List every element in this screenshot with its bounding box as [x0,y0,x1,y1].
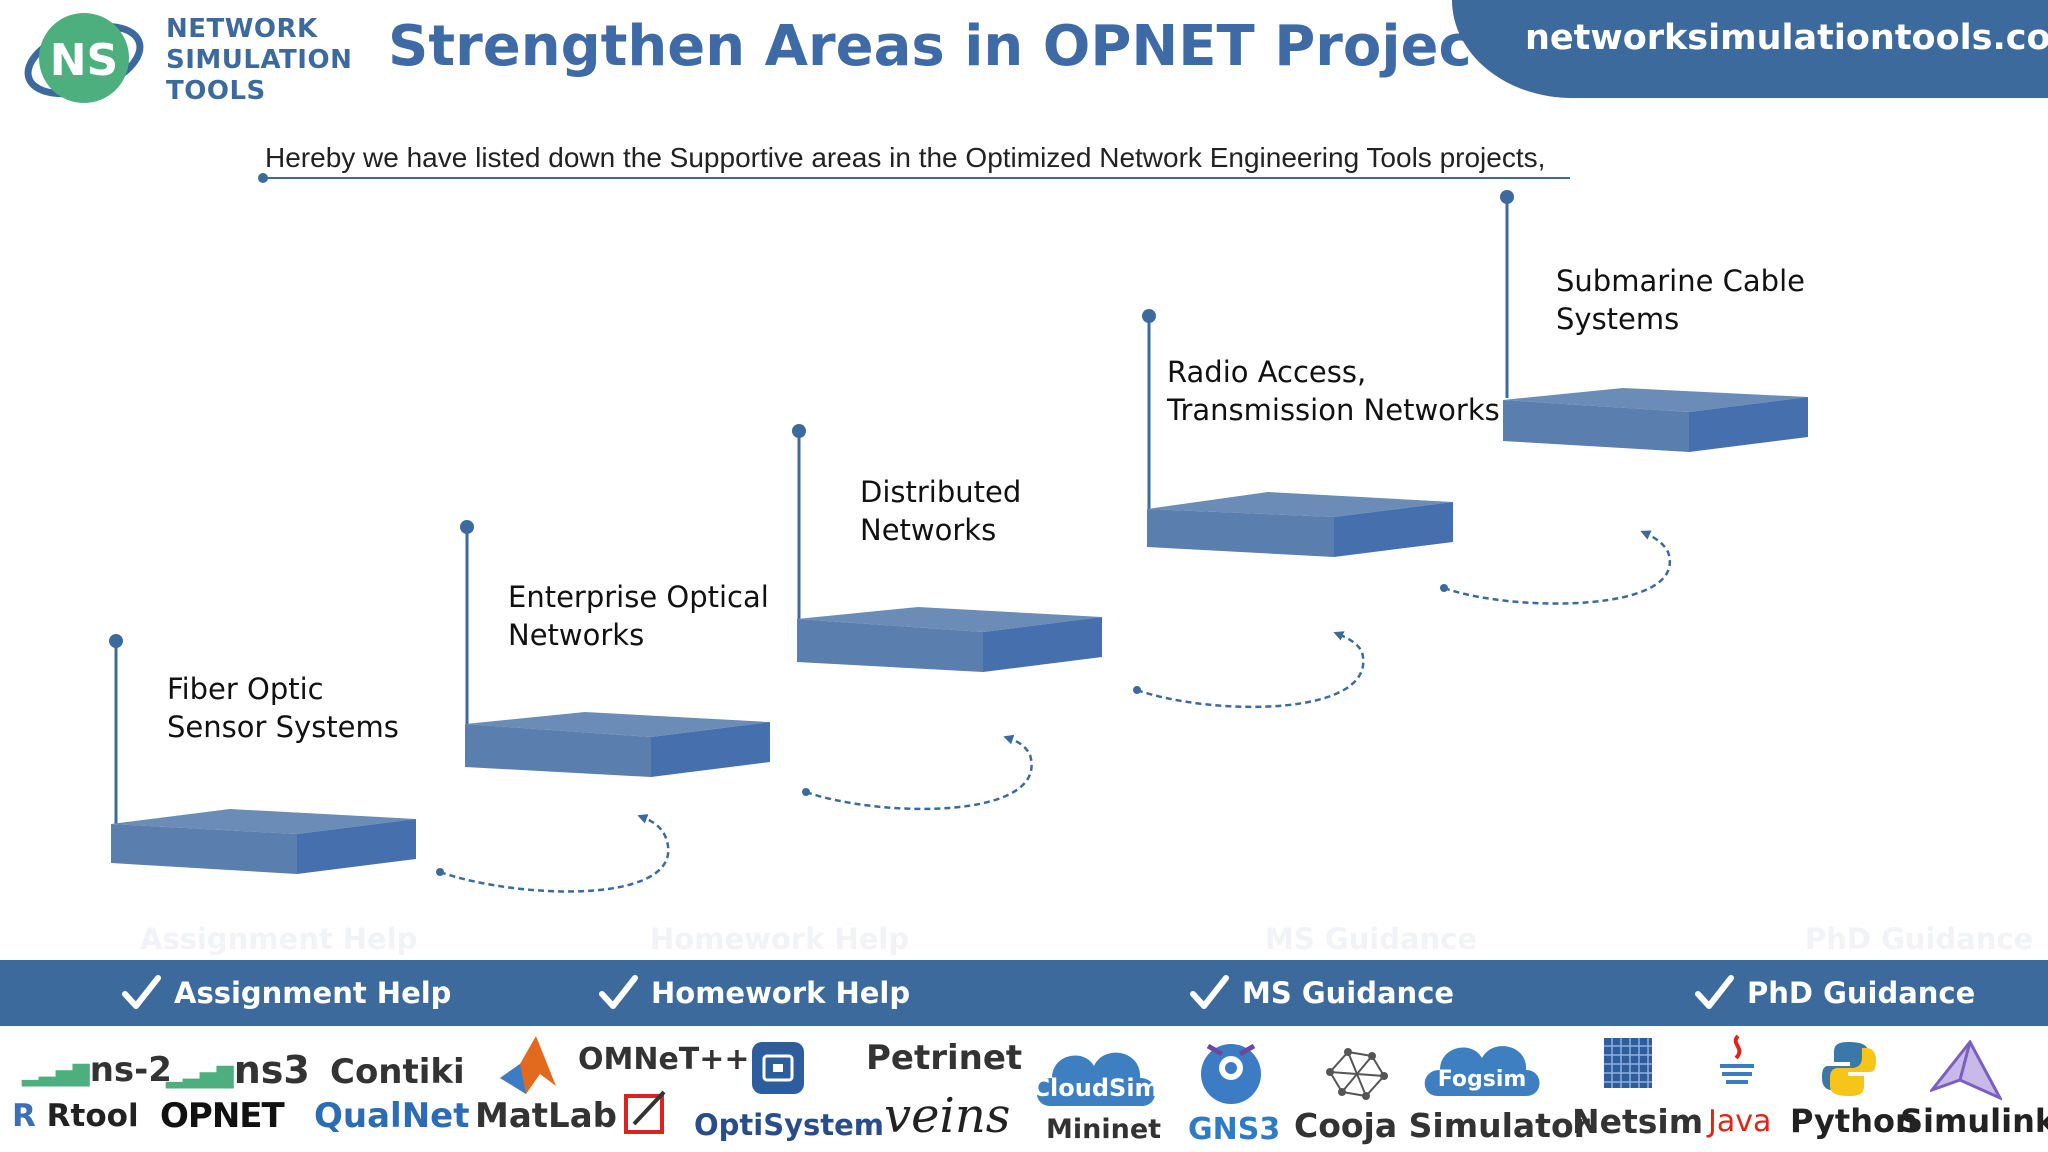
intro-text: Hereby we have listed down the Supportiv… [265,142,1546,173]
tool-python: Python [1790,1102,1918,1140]
cloudsim-icon: CloudSim [1032,1052,1160,1106]
logo-line-2: SIMULATION [166,45,353,75]
step-1-line-1: Fiber Optic [167,672,324,706]
check-icon [599,975,638,1009]
optisystem-small-icon [624,1090,666,1134]
step-3-label: Distributed Networks [860,473,1021,549]
step-5-platform [1500,190,1808,452]
tool-netsim: Netsim [1572,1102,1704,1141]
step-4-label: Radio Access, Transmission Networks [1167,353,1500,429]
tool-mininet: Mininet [1046,1114,1162,1145]
tool-opnet: OPNET [160,1096,285,1136]
check-icon [1190,975,1229,1009]
step-1-label: Fiber Optic Sensor Systems [167,670,399,746]
tool-java: Java [1708,1104,1772,1139]
step-1-platform [109,634,416,874]
step-3-line-2: Networks [860,513,997,547]
brand-logo: NS NETWORK SIMULATION TOOLS [8,4,352,112]
tool-matlab: MatLab [475,1096,617,1136]
tool-omnet: OMNeT++ [578,1042,750,1077]
signal-bars-icon: ▂▃▅▇ [166,1064,234,1089]
service-2-reflection: Homework Help [650,922,910,956]
step-5-label: Submarine Cable Systems [1556,262,1805,338]
service-label: MS Guidance [1242,976,1455,1010]
tool-cooja: Cooja Simulator [1294,1106,1590,1145]
optisystem-icon [752,1042,804,1094]
fogsim-icon: Fogsim [1424,1046,1540,1096]
logo-line-1: NETWORK [166,14,318,44]
arrow-2-icon [805,734,1033,811]
python-icon [1822,1042,1876,1096]
staircase-diagram [109,190,1808,893]
service-label: PhD Guidance [1747,976,1976,1010]
cooja-network-icon [1326,1048,1388,1100]
tool-simulink: Simulink [1900,1102,2048,1140]
step-5-line-2: Systems [1556,302,1680,336]
service-bar [0,960,2048,1026]
logo-initials: NS [50,35,119,86]
step-4-platform [1142,309,1453,557]
tool-rtool: R Rtool [12,1098,139,1134]
logo-line-3: TOOLS [166,76,266,106]
service-1-reflection: Assignment Help [140,922,418,956]
service-phd-guidance[interactable]: PhD Guidance [1693,970,1975,1016]
tool-qualnet: QualNet [314,1096,470,1136]
matlab-icon [500,1036,556,1094]
service-assignment-help[interactable]: Assignment Help [120,970,451,1016]
arrow-1-icon [439,814,670,893]
step-2-line-1: Enterprise Optical [508,580,769,614]
cloudsim-label: CloudSim [1032,1074,1159,1102]
tool-gns3: GNS3 [1188,1112,1281,1147]
step-4-line-2: Transmission Networks [1167,393,1500,427]
step-2-platform [460,520,770,777]
tool-contiki: Contiki [330,1052,465,1092]
site-url-link[interactable]: networksimulationtools.com [1525,18,2048,58]
java-cup-icon [1720,1034,1754,1084]
step-1-line-2: Sensor Systems [167,710,399,744]
tool-veins: veins [884,1088,1011,1144]
step-2-label: Enterprise Optical Networks [508,578,769,654]
page-title: Strengthen Areas in OPNET Projects [388,14,1532,79]
step-3-line-1: Distributed [860,475,1022,509]
progress-arrows [439,530,1672,893]
site-banner [1452,0,2048,98]
tool-ns3: ▂▃▅▇ns3 [166,1048,310,1092]
arrow-3-icon [1136,631,1365,709]
ns-logo-icon: NS [24,13,144,103]
step-3-platform [792,424,1102,672]
tool-ns2: ▂▃▅▇ns-2 [22,1050,172,1090]
service-label: Assignment Help [174,976,452,1010]
service-4-reflection: PhD Guidance [1805,922,2034,956]
signal-bars-icon: ▂▃▅▇ [22,1062,90,1087]
check-icon [122,975,161,1009]
gns3-icon [1201,1043,1261,1104]
step-2-line-2: Networks [508,618,645,652]
step-4-line-1: Radio Access, [1167,355,1367,389]
step-5-line-1: Submarine Cable [1556,264,1805,298]
simulink-icon [1930,1040,2002,1101]
service-ms-guidance[interactable]: MS Guidance [1188,970,1454,1016]
tool-petrinet: Petrinet [866,1038,1023,1078]
tool-optisystem: OptiSystem [694,1108,885,1142]
fogsim-label: Fogsim [1438,1067,1527,1092]
r-logo-icon: R [12,1098,36,1134]
arrow-4-icon [1443,530,1672,605]
intro-underline [262,177,1570,179]
service-3-reflection: MS Guidance [1265,922,1478,956]
service-label: Homework Help [651,976,911,1010]
check-icon [1695,975,1734,1009]
service-homework-help[interactable]: Homework Help [597,970,910,1016]
netsim-grid-icon [1604,1038,1652,1088]
